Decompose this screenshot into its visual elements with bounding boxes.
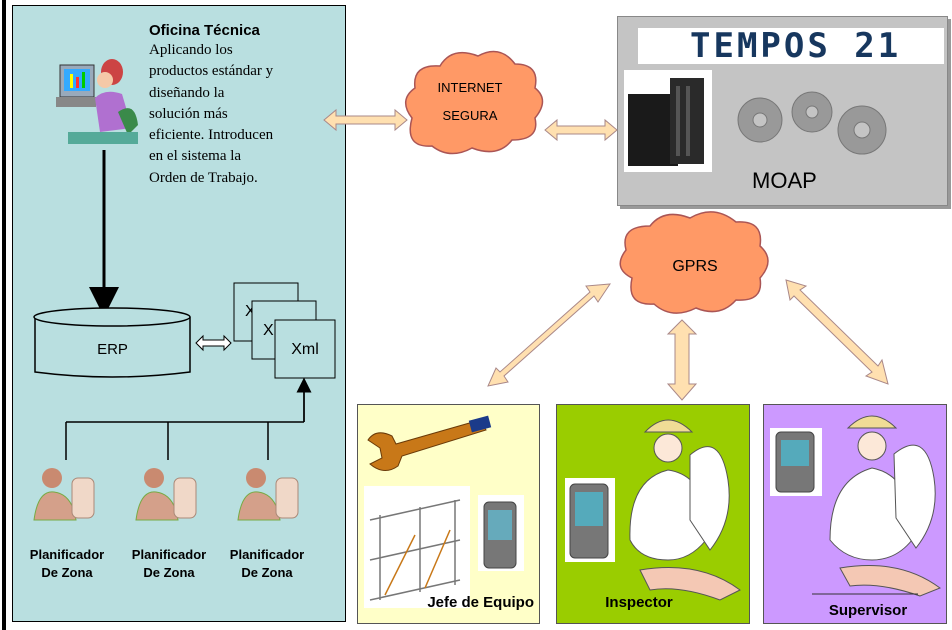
internet-line1: INTERNET <box>437 80 503 95</box>
planificador-line2: De Zona <box>41 565 93 580</box>
pda-icon <box>770 428 822 496</box>
supervisor-label: Supervisor <box>828 602 908 619</box>
inspector-figure-icon <box>629 419 741 601</box>
oficina-title: Oficina Técnica <box>149 22 260 39</box>
inspector-label: Inspector <box>605 594 673 611</box>
oficina-desc-line: Orden de Trabajo. <box>149 169 258 186</box>
gprs-supervisor-arrow <box>785 279 889 385</box>
planificador-icon <box>33 468 95 521</box>
oficina-desc-line: en el sistema la <box>149 148 242 165</box>
planificador-line2: De Zona <box>241 565 293 580</box>
wrench-icon <box>367 415 492 471</box>
oficina-desc-line: diseñando la <box>149 84 225 101</box>
pda-icon <box>478 495 524 571</box>
erp-database <box>33 307 191 378</box>
gprs-cloud <box>619 211 769 314</box>
scaffold-icon <box>364 486 470 608</box>
moap-label: MOAP <box>752 168 817 193</box>
erp-label: ERP <box>97 341 128 358</box>
planificador-label: Planificador De Zona <box>222 546 312 582</box>
erp-xml-arrow <box>195 334 232 352</box>
planificador-label: Planificador De Zona <box>22 546 112 582</box>
internet-moap-arrow <box>544 118 618 142</box>
tempos-logo: TEMPOS 21 <box>690 26 902 66</box>
gears-icon <box>737 91 887 155</box>
oficina-desc-line: productos estándar y <box>149 63 274 80</box>
server-icon <box>624 70 712 172</box>
jefe-label-text: Jefe de Equipo <box>427 594 534 611</box>
planificador-line1: Planificador <box>229 547 305 562</box>
planificador-icon <box>237 468 299 521</box>
jefe-label: Jefe de Equipo <box>357 594 538 611</box>
gprs-inspector-arrow <box>666 319 698 401</box>
oficina-desc-line: eficiente. Introducen <box>149 127 274 144</box>
oficina-desc-line: solución más <box>149 105 228 122</box>
planificador-label: Planificador De Zona <box>124 546 214 582</box>
planificador-connectors <box>65 392 305 460</box>
svg-text:X: X <box>263 322 274 339</box>
pda-icon <box>565 478 615 562</box>
gprs-label: GPRS <box>672 258 718 275</box>
svg-text:X: X <box>245 303 256 320</box>
left-border-line <box>2 0 6 630</box>
tempos-logo-banner <box>638 28 944 64</box>
oficina-desc-line: Aplicando los <box>149 42 233 58</box>
xml-doc-front <box>274 319 336 379</box>
xml-label: Xml <box>291 341 319 358</box>
planificador-line1: Planificador <box>29 547 105 562</box>
internet-cloud <box>405 50 544 155</box>
office-worker-icon <box>56 59 138 144</box>
planificador-icon <box>135 468 197 521</box>
oficina-description: Aplicando los productos estándar y diseñ… <box>149 40 324 189</box>
supervisor-figure-icon <box>812 415 942 597</box>
planificador-line2: De Zona <box>143 565 195 580</box>
gprs-jefe-arrow <box>487 283 611 387</box>
internet-line2: SEGURA <box>442 108 498 123</box>
planificador-line1: Planificador <box>131 547 207 562</box>
office-internet-arrow <box>323 108 408 132</box>
